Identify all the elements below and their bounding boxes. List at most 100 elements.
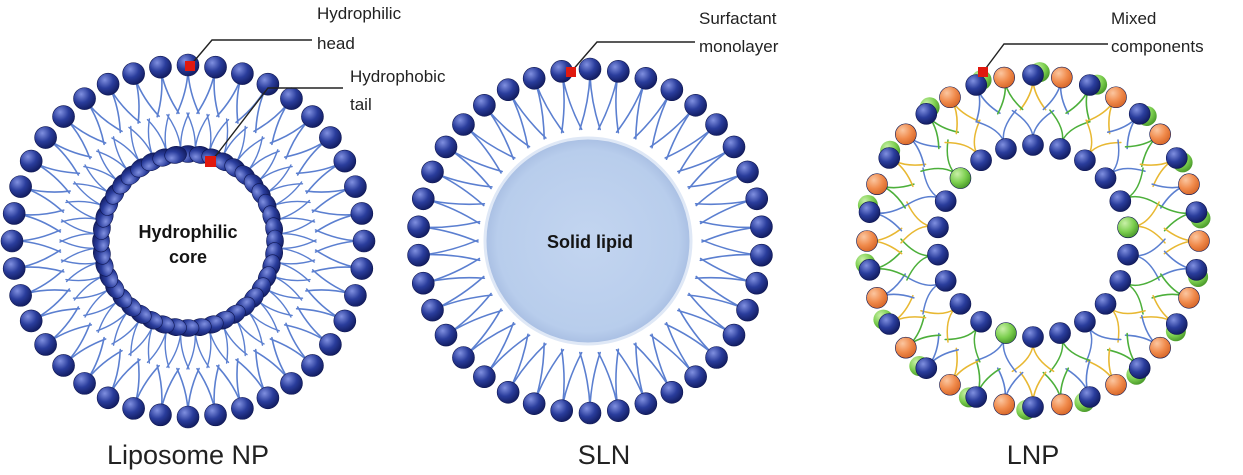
- lipid-tail: [247, 311, 280, 332]
- lnp-outer-head: [1128, 357, 1151, 379]
- lnp-inner-head: [970, 310, 992, 333]
- lipid-tail: [247, 311, 264, 346]
- lnp-orange-head: [895, 123, 917, 146]
- lnp-inner-head: [995, 138, 1017, 160]
- lipid-head: [736, 160, 759, 184]
- lipid-tail: [688, 149, 730, 190]
- lipid-head: [496, 380, 520, 404]
- lipid-tail: [922, 167, 940, 199]
- lipid-tail: [1011, 344, 1034, 373]
- lipid-tail: [561, 76, 583, 131]
- lipid-tail: [450, 149, 492, 190]
- lipid-head: [9, 175, 32, 198]
- lnp-orange-head: [993, 66, 1015, 89]
- callout-tail-line2: tail: [350, 95, 372, 114]
- lipid-tail: [35, 288, 71, 319]
- lipid-tail: [130, 125, 141, 163]
- lipid-head: [434, 135, 458, 159]
- lipid-tail: [19, 266, 65, 273]
- lipid-tail: [186, 112, 196, 149]
- lipid-tail: [61, 219, 96, 235]
- lipid-tail: [73, 181, 103, 207]
- lipid-tail: [273, 275, 303, 301]
- lipid-head: [634, 67, 658, 90]
- liposome-core-label-line1: Hydrophilic: [138, 222, 237, 242]
- lipid-tail: [60, 217, 99, 223]
- lipid-head: [149, 403, 172, 427]
- lnp-orange-head: [866, 173, 888, 196]
- lnp-nanoparticle: [855, 62, 1211, 420]
- lipid-tail: [1049, 340, 1064, 373]
- lipid-tail: [285, 322, 310, 363]
- lipid-head: [407, 243, 430, 267]
- lipid-tail: [156, 72, 163, 118]
- lipid-head: [684, 93, 707, 117]
- lnp-orange-head: [1051, 393, 1073, 416]
- lipid-tail: [900, 238, 931, 257]
- lipid-tail: [1061, 340, 1091, 362]
- lipid-tail: [597, 351, 619, 406]
- lipid-head: [344, 175, 367, 198]
- lipid-head: [473, 365, 496, 389]
- mixed-components-marker: [978, 67, 988, 77]
- lipid-tail: [66, 119, 91, 160]
- lipid-tail: [535, 348, 565, 399]
- callout-sln-line1: Surfactant: [699, 9, 777, 28]
- liposome-nanoparticle: Hydrophilic core: [0, 53, 376, 429]
- lipid-tail: [235, 319, 246, 357]
- lipid-tail: [247, 136, 264, 171]
- lipid-tail: [423, 253, 481, 262]
- lipid-tail: [1126, 275, 1161, 287]
- surfactant-marker: [566, 67, 576, 77]
- liposome-inner-leaflet: [92, 145, 284, 337]
- lnp-orange-head: [1105, 373, 1127, 396]
- lnp-inner-head: [949, 167, 972, 189]
- lipid-tail: [271, 102, 289, 146]
- lipid-tail: [49, 324, 93, 342]
- caption-lnp: LNP: [1007, 440, 1060, 470]
- lipid-head: [736, 298, 759, 322]
- lipid-tail: [314, 240, 359, 253]
- lipid-tail: [96, 150, 129, 171]
- lipid-tail: [176, 367, 189, 412]
- lnp-outer-head: [1165, 313, 1188, 335]
- lipid-head: [231, 62, 254, 85]
- lnp-inner-head: [927, 216, 949, 239]
- lipid-head: [344, 284, 367, 307]
- lnp-inner-head: [1074, 149, 1096, 172]
- lnp-outer-head: [878, 147, 901, 169]
- lipid-tail: [83, 300, 118, 317]
- lnp-outer-heads: [855, 62, 1211, 420]
- lipid-head: [2, 257, 26, 280]
- lnp-outer-head: [965, 74, 988, 96]
- lipid-tail: [423, 239, 479, 256]
- caption-sln: SLN: [578, 440, 631, 470]
- lipid-tail: [277, 259, 316, 265]
- lnp-outer-head: [1165, 147, 1188, 169]
- lnp-inner-heads: [927, 134, 1139, 348]
- lipid-tail: [615, 83, 645, 134]
- lipid-tail: [65, 199, 99, 220]
- inner-leaflet-head: [164, 146, 187, 164]
- lipid-head: [750, 215, 773, 239]
- sln-heads: [407, 57, 773, 425]
- lipid-tail: [271, 336, 289, 380]
- lipid-head: [745, 187, 769, 211]
- lipid-head: [34, 333, 57, 356]
- lnp-outer-head: [915, 357, 938, 379]
- lnp-outer-head: [858, 201, 881, 223]
- lipid-tail: [111, 319, 141, 345]
- lipid-tail: [258, 149, 279, 182]
- lipid-tail: [1126, 283, 1144, 315]
- lipid-tail: [695, 173, 743, 207]
- lipid-tail: [72, 288, 110, 299]
- lipid-tail: [235, 88, 266, 124]
- lnp-tails: [872, 80, 1194, 402]
- lipid-head: [2, 202, 26, 225]
- lipid-tail: [164, 113, 170, 152]
- lipid-tail: [1088, 141, 1122, 155]
- lipid-tail: [975, 340, 1005, 362]
- lipid-tail: [695, 275, 743, 309]
- lnp-inner-head: [949, 293, 972, 315]
